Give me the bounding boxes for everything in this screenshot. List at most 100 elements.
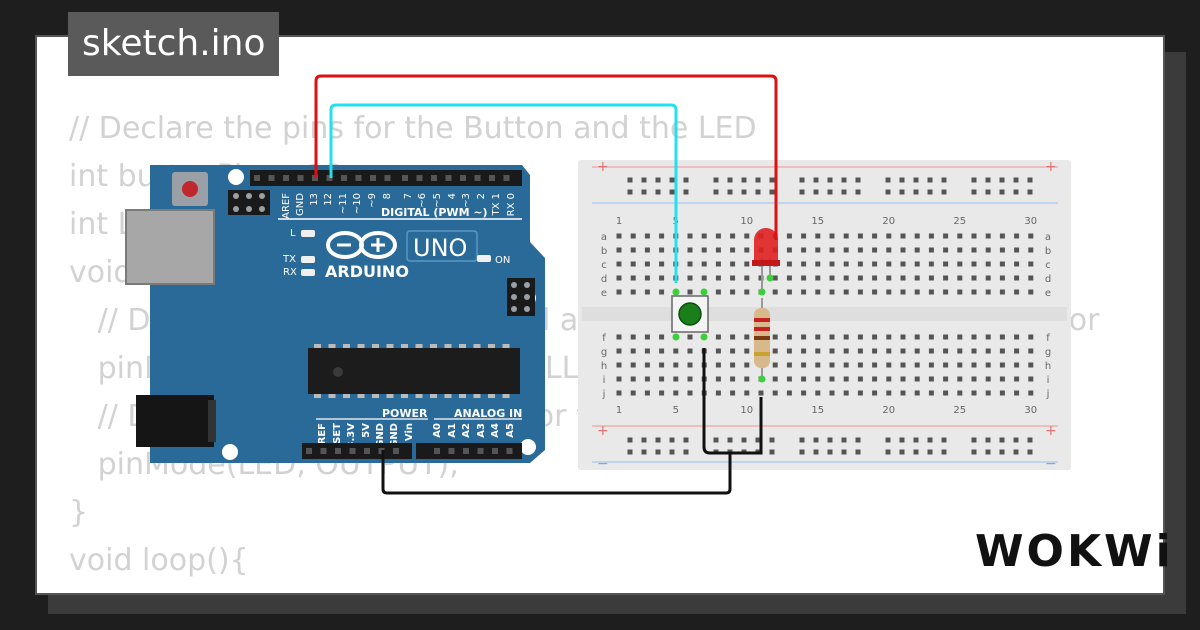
hole xyxy=(630,334,636,340)
hole xyxy=(943,247,949,253)
hole xyxy=(801,247,807,253)
bb-row-letter: f xyxy=(602,333,606,344)
hole xyxy=(886,275,892,281)
hole xyxy=(985,362,991,368)
hole xyxy=(815,376,821,382)
hole xyxy=(829,376,835,382)
hole xyxy=(843,376,849,382)
analog-pin-label: A1 xyxy=(447,423,458,438)
breadboard-channel xyxy=(582,307,1067,321)
hole xyxy=(914,390,920,396)
analog-pin-label: A3 xyxy=(476,423,487,438)
analog-pin-label: A4 xyxy=(490,423,501,438)
wire-black-gnd[interactable] xyxy=(381,450,732,495)
hole xyxy=(957,376,963,382)
hole xyxy=(1014,334,1020,340)
hole xyxy=(801,390,807,396)
hole xyxy=(772,362,778,368)
rail-hole xyxy=(1013,177,1019,183)
rail-plus-tl: + xyxy=(597,159,609,175)
led-tx-label: TX xyxy=(282,254,296,265)
rail-minus-bl: − xyxy=(597,456,609,472)
rail-hole xyxy=(727,177,733,183)
analog-pin-label: A2 xyxy=(461,423,472,438)
hole xyxy=(630,376,636,382)
hole xyxy=(971,247,977,253)
bb-row-letter: d xyxy=(1045,274,1051,285)
hole xyxy=(815,362,821,368)
hole xyxy=(687,334,693,340)
power-pin-label: GND xyxy=(389,423,400,448)
bb-row-letter: j xyxy=(1046,389,1050,400)
wire-cyan[interactable] xyxy=(329,103,678,283)
file-tab[interactable]: sketch.ino xyxy=(68,12,280,76)
on-label: ON xyxy=(495,255,510,266)
connection-dot xyxy=(758,375,766,383)
rail-hole xyxy=(669,177,675,183)
code-line: // Declare the pins for the Button and t… xyxy=(69,111,757,146)
bb-row-letter: i xyxy=(1047,375,1050,386)
hole xyxy=(801,233,807,239)
digital-pin-label: ~6 xyxy=(417,193,428,208)
header-hole xyxy=(393,448,399,454)
power-pin-label: RESET xyxy=(332,423,343,459)
rail-hole xyxy=(713,177,719,183)
wire-red[interactable] xyxy=(314,74,778,240)
hole xyxy=(914,348,920,354)
hole xyxy=(928,233,934,239)
rail-hole xyxy=(885,189,891,195)
hole xyxy=(616,362,622,368)
rail-hole xyxy=(941,177,947,183)
hole xyxy=(999,376,1005,382)
hole xyxy=(943,390,949,396)
hole xyxy=(872,376,878,382)
connection-dot xyxy=(700,333,708,341)
hole xyxy=(715,289,721,295)
digital-pwm-label: DIGITAL (PWM ~) xyxy=(381,206,488,219)
hole xyxy=(900,275,906,281)
hole xyxy=(744,376,750,382)
rail-hole xyxy=(683,189,689,195)
hole xyxy=(985,376,991,382)
hole xyxy=(744,233,750,239)
hole xyxy=(985,247,991,253)
hole xyxy=(1014,247,1020,253)
bb-row-letter: j xyxy=(602,389,606,400)
hole xyxy=(744,247,750,253)
header-hole xyxy=(506,448,513,454)
rail-hole xyxy=(841,449,847,455)
header-hole xyxy=(335,448,341,454)
hole xyxy=(957,334,963,340)
rail-hole xyxy=(1013,437,1019,443)
hole xyxy=(730,275,736,281)
hole xyxy=(687,275,693,281)
hole xyxy=(886,334,892,340)
rail-hole xyxy=(913,449,919,455)
rail-hole xyxy=(855,437,861,443)
hole xyxy=(857,289,863,295)
hole xyxy=(872,247,878,253)
hole xyxy=(943,348,949,354)
hole xyxy=(801,348,807,354)
hole xyxy=(644,261,650,267)
digital-pin-label: TX 1 xyxy=(491,193,502,217)
rail-hole xyxy=(769,177,775,183)
pushbutton[interactable] xyxy=(671,295,709,333)
resistor[interactable] xyxy=(754,298,770,380)
rail-hole xyxy=(927,189,933,195)
hole xyxy=(1028,247,1034,253)
rail-hole xyxy=(755,437,761,443)
hole xyxy=(886,247,892,253)
hole xyxy=(900,348,906,354)
rail-hole xyxy=(899,437,905,443)
hole xyxy=(886,289,892,295)
digital-pin-label: 12 xyxy=(323,193,334,206)
wire-black-button[interactable] xyxy=(702,348,763,455)
rail-hole xyxy=(855,189,861,195)
hole xyxy=(772,348,778,354)
hole xyxy=(971,275,977,281)
digital-pin-label: 4 xyxy=(447,193,458,199)
